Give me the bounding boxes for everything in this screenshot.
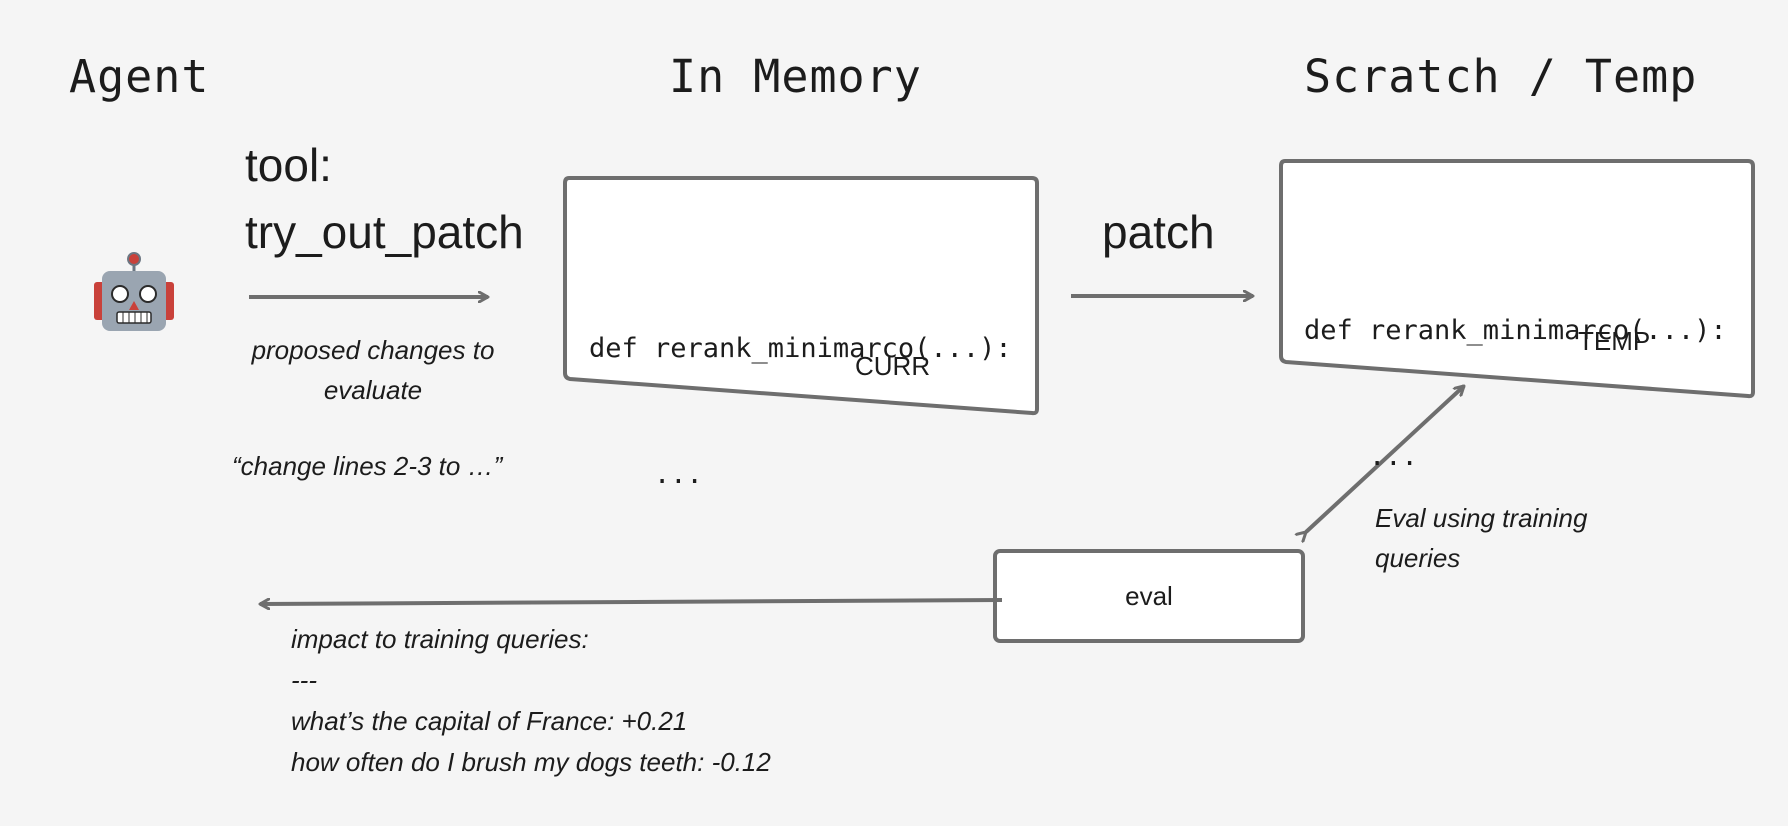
results-line-2: --- [291, 665, 317, 695]
results-text: impact to training queries: --- what’s t… [291, 619, 771, 783]
temp-label: TEMP [1578, 326, 1651, 356]
temp-code: def rerank_minimarco(...): ... [1304, 226, 1727, 520]
patch-label: patch [1102, 206, 1215, 258]
eval-label: eval [1125, 581, 1173, 611]
proposed-line-1: proposed changes to [251, 335, 495, 365]
results-line-3: what’s the capital of France: +0.21 [291, 706, 688, 736]
temp-code-line-1: def rerank_minimarco(...): [1304, 315, 1727, 346]
temp-box [1279, 159, 1755, 399]
curr-code-line-2: ... [589, 459, 703, 490]
eval-note: Eval using training queries [1375, 498, 1587, 578]
tool-label: tool: [245, 139, 332, 191]
scratch-heading: Scratch / Temp [1304, 50, 1698, 103]
eval-note-line-2: queries [1375, 543, 1461, 573]
proposed-changes-caption: proposed changes to evaluate [240, 330, 506, 410]
eval-bidirectional-arrow [1306, 386, 1464, 532]
curr-label: CURR [855, 351, 931, 381]
memory-heading: In Memory [669, 50, 922, 103]
eval-box [993, 549, 1305, 643]
curr-code-line-1: def rerank_minimarco(...): [589, 333, 1012, 364]
results-line-4: how often do I brush my dogs teeth: -0.1… [291, 747, 771, 777]
example-change: “change lines 2-3 to …” [232, 451, 503, 481]
curr-box [563, 176, 1039, 416]
agent-heading: Agent [69, 50, 210, 103]
robot-icon [94, 252, 174, 331]
tool-name: try_out_patch [245, 206, 524, 258]
temp-code-line-2: ... [1304, 441, 1418, 472]
eval-note-line-1: Eval using training [1375, 503, 1588, 533]
result-arrow [260, 600, 1003, 604]
proposed-line-2: evaluate [323, 375, 423, 405]
curr-code: def rerank_minimarco(...): ... [589, 244, 1012, 538]
results-line-1: impact to training queries: [291, 624, 589, 654]
